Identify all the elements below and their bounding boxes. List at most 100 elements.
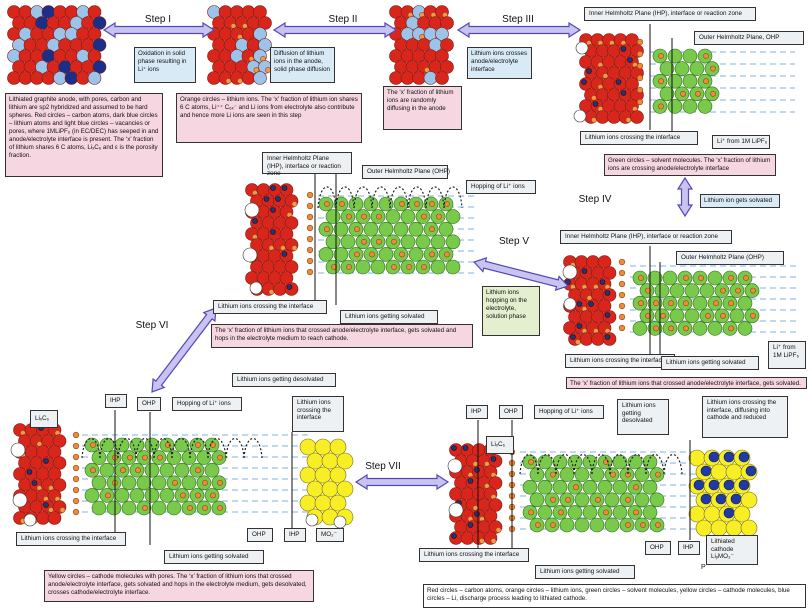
lithium-ion xyxy=(444,201,450,207)
solvent-molecule xyxy=(642,454,658,470)
lithium-ion xyxy=(633,509,639,516)
lithium-atom xyxy=(723,451,735,463)
solvent-molecule xyxy=(729,308,745,324)
lithium-ion xyxy=(528,459,534,465)
lithium-atom xyxy=(474,511,480,517)
lixc6-label-bl: LiₓC₆ xyxy=(30,410,58,428)
lithiated-label-br: Lithiated cathode LiᵧMO₂⁻ xyxy=(706,535,758,565)
lithium-atom xyxy=(281,251,288,257)
solvent-molecule xyxy=(529,492,545,508)
solvent-molecule xyxy=(84,488,100,503)
arrow-step-5 xyxy=(472,257,570,291)
lithium-ion xyxy=(399,201,405,207)
carbon-atom xyxy=(18,71,33,85)
lithium-ion xyxy=(135,467,141,474)
lithium-ion xyxy=(354,226,360,233)
solvent-molecule xyxy=(582,479,598,495)
arrow-step-6 xyxy=(151,307,217,393)
lithium-ion xyxy=(324,201,330,207)
lithium-ion xyxy=(720,312,726,319)
lithium-ion xyxy=(354,251,360,258)
lithium-ion xyxy=(72,464,80,472)
lithium-ion xyxy=(710,90,716,97)
solvent-molecule xyxy=(415,234,431,250)
ihp-label-bl2: IHP xyxy=(284,528,306,542)
lithium-ion xyxy=(444,251,450,258)
lithium-ion xyxy=(618,291,626,299)
solvent-molecule xyxy=(567,505,583,520)
crossing-label-bl2: Lithium ions crossing the interface xyxy=(16,532,126,546)
lithium-atom xyxy=(588,301,594,307)
solvated-label-bl: Lithium ions getting solvated xyxy=(164,550,264,564)
cathode-molecule xyxy=(299,466,317,484)
solvent-molecule xyxy=(340,234,356,250)
step-3-note: Lithium ions crosses anode/electrolyte i… xyxy=(467,47,532,79)
solvent-molecule xyxy=(634,467,650,482)
pore-vacancy xyxy=(333,515,347,529)
cathode-molecule xyxy=(740,491,758,509)
solvent-molecule xyxy=(559,467,575,482)
lithium-ion xyxy=(703,53,709,59)
lithium-ion xyxy=(638,300,644,307)
solvated-label-br: Lithium ions getting solvated xyxy=(535,565,635,579)
lithium-atom xyxy=(738,451,750,463)
ohp-label-br: OHP xyxy=(499,405,523,419)
lithium-atom xyxy=(270,185,276,191)
p-label: P xyxy=(701,564,706,571)
step-7-label: Step VII xyxy=(365,461,401,472)
solvent-molecule xyxy=(438,221,454,237)
solvent-molecule xyxy=(174,462,190,478)
lithium-ion xyxy=(653,325,659,332)
lithium-atom xyxy=(715,493,727,505)
lithium-ion xyxy=(618,302,626,310)
pore-vacancy xyxy=(249,281,263,295)
lithium-ion xyxy=(645,312,651,319)
lithium-ion xyxy=(528,509,534,516)
hopping-label-6: Hopping of Li⁺ ions xyxy=(466,180,536,194)
lithium-atom xyxy=(451,533,457,539)
lithium-ion xyxy=(306,213,314,221)
lithium-atom xyxy=(281,185,288,191)
lithium-ion xyxy=(636,86,644,94)
lithium-ion xyxy=(406,264,412,270)
lithium-ion xyxy=(695,90,701,97)
solvent-molecule xyxy=(707,270,723,286)
lithium-atom xyxy=(599,279,606,285)
solvent-molecule xyxy=(612,479,628,495)
solvent-molecule xyxy=(204,462,220,478)
solvent-molecule xyxy=(682,48,698,64)
lithium-ion xyxy=(633,484,639,491)
solvent-molecule xyxy=(430,259,446,275)
hopping-loop xyxy=(317,186,337,209)
lithium-ion xyxy=(306,268,314,276)
solvent-molecule xyxy=(737,295,753,311)
lithium-ion xyxy=(157,454,163,461)
lithium-ion xyxy=(743,275,749,281)
lithium-ion xyxy=(610,471,616,478)
lithium-ion xyxy=(618,258,626,266)
carbon-atom xyxy=(30,71,44,85)
cathode-molecule xyxy=(710,519,728,537)
lithium-ion xyxy=(658,53,664,59)
lithium-atom xyxy=(745,465,757,477)
lithium-atom xyxy=(275,196,281,202)
lithium-ion xyxy=(655,471,661,478)
carbon-atom xyxy=(435,71,449,85)
lithium-ion xyxy=(703,78,709,85)
desc-step-4: Green circles – solvent molecules. The ‘… xyxy=(604,154,776,176)
cathode-molecule xyxy=(725,463,743,481)
pore-vacancy xyxy=(12,492,28,508)
solvent-molecule xyxy=(574,492,590,508)
carbon-atom xyxy=(595,110,610,124)
lixc6-label-br: LiₓC₆ xyxy=(486,436,514,454)
carbon-atom xyxy=(607,110,621,124)
lithium-ion xyxy=(90,442,96,448)
lithium-atom xyxy=(474,467,480,473)
carbon-atom xyxy=(36,511,50,525)
cathode-molecule xyxy=(329,466,347,484)
lithium-ion xyxy=(750,287,756,294)
solvent-molecule xyxy=(574,517,590,533)
cathode-molecule xyxy=(321,480,339,498)
solvent-molecule xyxy=(333,221,349,237)
